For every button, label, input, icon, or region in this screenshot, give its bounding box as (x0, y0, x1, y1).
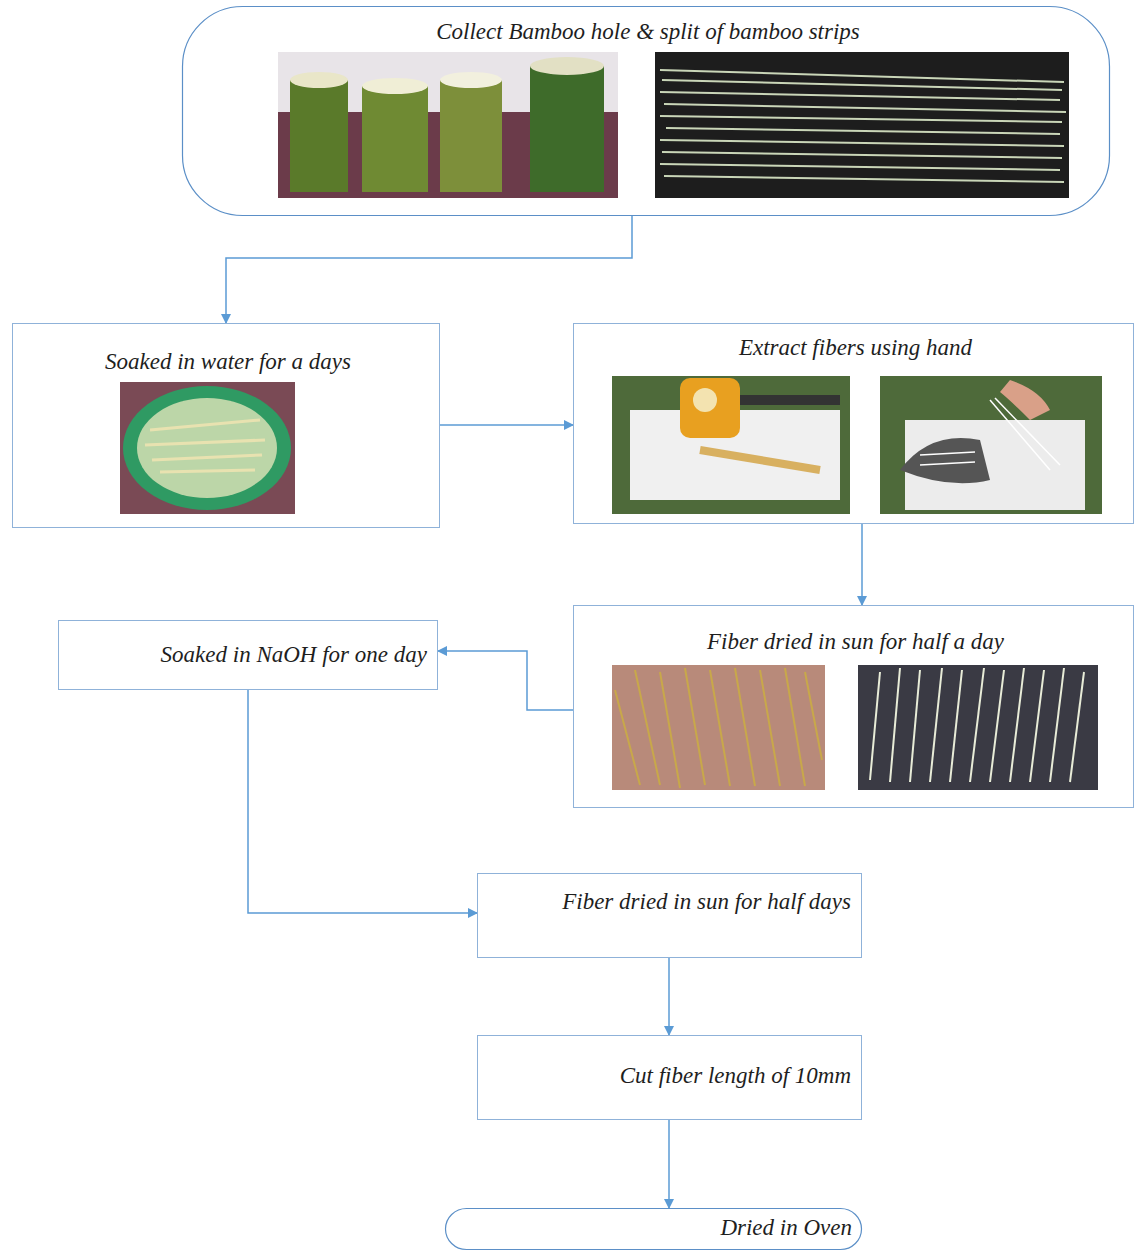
bowl-photo (120, 382, 295, 514)
process-box: Extract fibers using hand (573, 323, 1134, 524)
step-label: Soaked in water for a days (27, 348, 429, 376)
step-label: Soaked in NaOH for one day (73, 641, 427, 669)
step-label: Dried in Oven (459, 1214, 852, 1242)
process-box: Soaked in NaOH for one day (58, 620, 438, 690)
flow-arrow (248, 690, 477, 913)
flow-arrow (226, 216, 632, 323)
step-label: Extract fibers using hand (588, 334, 1123, 362)
flow-arrow (668, 1120, 670, 1208)
step-label: Cut fiber length of 10mm (492, 1062, 851, 1090)
process-box: Fiber dried in sun for half days (477, 873, 862, 958)
step-label: Collect Bamboo hole & split of bamboo st… (196, 18, 1100, 46)
drying-photo (612, 665, 1098, 790)
step-label: Fiber dried in sun for half a day (588, 628, 1123, 656)
bamboo-photo (278, 52, 618, 198)
process-box: Soaked in water for a days (12, 323, 440, 528)
flow-arrow (668, 958, 670, 1035)
terminal-box: Dried in Oven (445, 1208, 862, 1250)
process-box: Fiber dried in sun for half a day (573, 605, 1134, 808)
step-label: Fiber dried in sun for half days (492, 888, 851, 916)
extract-photo (612, 376, 1102, 514)
flow-arrow (861, 524, 863, 605)
terminal-box: Collect Bamboo hole & split of bamboo st… (182, 6, 1110, 216)
flow-arrow (438, 651, 573, 710)
flow-arrow (440, 424, 573, 426)
strips-photo (655, 52, 1069, 198)
process-box: Cut fiber length of 10mm (477, 1035, 862, 1120)
